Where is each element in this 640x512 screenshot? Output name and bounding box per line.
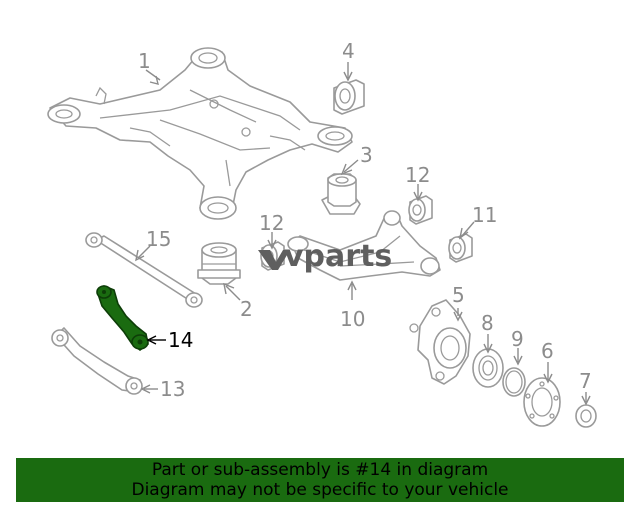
callout-14[interactable]: 14 <box>168 328 193 352</box>
banner-line-1: Part or sub-assembly is #14 in diagram <box>151 460 489 480</box>
part-9-snap-ring[interactable] <box>502 367 526 397</box>
callout-10[interactable]: 10 <box>340 307 365 331</box>
callout-12-upper[interactable]: 12 <box>405 163 430 187</box>
part-3-mount[interactable] <box>321 173 361 215</box>
part-8-bearing[interactable] <box>472 348 504 388</box>
info-banner: Part or sub-assembly is #14 in diagram D… <box>16 458 624 502</box>
logo-mark-icon <box>258 250 290 270</box>
callout-5[interactable]: 5 <box>452 283 465 307</box>
vparts-logo: vparts <box>258 239 392 274</box>
banner-line-2: Diagram may not be specific to your vehi… <box>131 480 509 500</box>
callout-6[interactable]: 6 <box>541 339 554 363</box>
part-14-highlighted-arm[interactable] <box>96 285 149 351</box>
callout-1[interactable]: 1 <box>138 49 151 73</box>
callout-13[interactable]: 13 <box>160 377 185 401</box>
callout-15[interactable]: 15 <box>146 227 171 251</box>
callouts: 1 4 3 12 11 15 12 2 10 5 8 9 6 7 13 14 <box>138 39 592 401</box>
leader-lines <box>135 62 591 406</box>
part-13-trailing-arm[interactable] <box>51 327 143 395</box>
part-6-hub[interactable] <box>523 377 561 427</box>
callout-9[interactable]: 9 <box>511 327 524 351</box>
part-4-bushing[interactable] <box>333 79 365 115</box>
part-2-bushing[interactable] <box>197 242 241 285</box>
callout-4[interactable]: 4 <box>342 39 355 63</box>
callout-12-lower[interactable]: 12 <box>259 211 284 235</box>
part-15-tie-rod[interactable] <box>85 232 203 308</box>
part-1-subframe[interactable] <box>47 47 353 220</box>
callout-8[interactable]: 8 <box>481 311 494 335</box>
callout-11[interactable]: 11 <box>472 203 497 227</box>
callout-3[interactable]: 3 <box>360 143 373 167</box>
callout-2[interactable]: 2 <box>240 297 253 321</box>
callout-7[interactable]: 7 <box>579 369 592 393</box>
part-5-knuckle[interactable] <box>409 299 471 385</box>
part-12-bushing-upper[interactable] <box>408 195 433 225</box>
part-10-control-arm[interactable] <box>287 210 441 281</box>
part-7-nut[interactable] <box>575 404 597 428</box>
logo-text: vparts <box>284 239 392 274</box>
